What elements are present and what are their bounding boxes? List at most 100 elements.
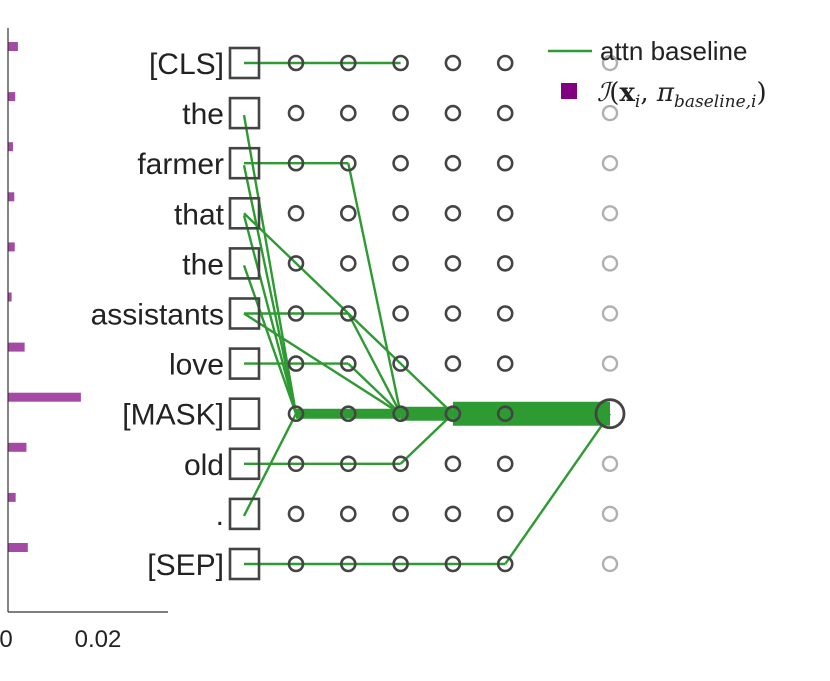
bar-1 — [8, 92, 16, 102]
token-label-4: the — [182, 248, 224, 281]
attn-edge-15 — [242, 265, 298, 415]
node-0-2 — [339, 54, 357, 72]
node-8-4 — [444, 455, 462, 473]
bar-8 — [8, 442, 27, 452]
node-0-3 — [392, 54, 409, 72]
node-5-3 — [392, 305, 409, 322]
node-9-2 — [339, 505, 357, 523]
token-label-7: [MASK] — [122, 399, 224, 432]
node-1-1 — [287, 104, 305, 122]
output-node-9 — [601, 505, 619, 523]
attention-edges — [242, 61, 611, 566]
token-label-5: assistants — [91, 299, 224, 332]
node-9-4 — [444, 505, 462, 523]
attn-edge-13 — [242, 164, 298, 414]
node-1-4 — [444, 104, 462, 122]
token-box-3 — [228, 197, 261, 230]
token-label-6: love — [169, 349, 224, 382]
token-label-2: farmer — [137, 148, 224, 181]
node-6-3 — [392, 355, 409, 372]
node-2-1 — [287, 154, 305, 172]
attn-edge-10 — [399, 412, 454, 465]
node-1-5 — [496, 104, 514, 122]
node-5-2 — [339, 305, 357, 322]
attn-edge-11 — [504, 413, 611, 565]
output-node-5 — [601, 305, 619, 322]
node-8-3 — [392, 455, 409, 473]
node-9-3 — [392, 505, 409, 523]
node-9-1 — [287, 505, 305, 523]
node-0-1 — [287, 54, 305, 72]
token-box-7 — [228, 397, 261, 431]
node-7-4 — [444, 405, 462, 423]
node-10-3 — [392, 555, 409, 573]
node-3-1 — [287, 205, 305, 222]
node-4-1 — [287, 255, 305, 272]
output-node-0 — [601, 54, 619, 72]
node-6-4 — [444, 355, 462, 372]
bar-10 — [8, 543, 28, 552]
node-1-3 — [392, 104, 409, 122]
token-box-5 — [228, 297, 261, 330]
node-10-5 — [496, 555, 514, 573]
node-7-5 — [496, 405, 514, 423]
bar-2 — [8, 142, 13, 152]
node-2-4 — [444, 154, 462, 172]
node-0-4 — [444, 54, 462, 72]
graph-nodes — [228, 46, 626, 581]
token-box-8 — [228, 447, 261, 481]
node-3-4 — [444, 205, 462, 222]
node-7-3 — [392, 405, 409, 423]
node-1-2 — [339, 104, 357, 122]
x-tick-label-0: 0 — [0, 626, 13, 653]
token-labels: [CLS] the farmer that the assistants love [MASK… — [91, 48, 225, 582]
legend-line-label: attn baseline — [600, 36, 747, 66]
token-box-6 — [228, 347, 261, 380]
output-node-8 — [601, 455, 619, 472]
token-label-1: the — [182, 98, 224, 131]
bar-chart-axis: 0 0.02 — [0, 28, 168, 653]
node-10-4 — [444, 555, 462, 573]
token-label-0: [CLS] — [149, 48, 224, 81]
node-6-2 — [339, 355, 357, 372]
node-3-2 — [339, 205, 357, 222]
output-node-7 — [594, 398, 626, 430]
node-9-5 — [496, 505, 514, 523]
node-2-5 — [496, 154, 514, 172]
node-3-3 — [392, 205, 409, 222]
bar-6 — [8, 342, 25, 352]
token-label-9: . — [216, 499, 224, 532]
node-5-5 — [496, 305, 514, 322]
output-node-1 — [601, 104, 619, 122]
node-4-5 — [496, 255, 514, 272]
token-box-10 — [228, 547, 261, 581]
token-box-0 — [228, 46, 261, 80]
node-7-2 — [339, 405, 357, 423]
token-box-4 — [228, 247, 261, 280]
attn-edge-9 — [347, 362, 402, 415]
attn-edge-17 — [243, 312, 402, 415]
node-0-5 — [496, 54, 514, 72]
attn-edge-8 — [347, 312, 402, 415]
token-box-2 — [228, 146, 261, 180]
attn-edge-12 — [242, 114, 298, 414]
bar-chart — [8, 42, 81, 552]
output-node-6 — [601, 355, 619, 372]
node-8-5 — [496, 455, 514, 473]
node-4-4 — [444, 255, 462, 272]
node-2-3 — [392, 154, 409, 172]
token-label-8: old — [184, 449, 224, 482]
node-8-1 — [287, 455, 305, 473]
attn-edge-7 — [347, 162, 402, 414]
x-tick-label-1: 0.02 — [75, 626, 122, 653]
bar-0 — [8, 42, 18, 51]
token-box-9 — [228, 497, 261, 531]
bar-9 — [8, 492, 16, 502]
output-node-3 — [601, 205, 619, 222]
node-6-5 — [496, 355, 514, 372]
token-label-3: that — [174, 198, 225, 231]
node-10-2 — [339, 555, 357, 573]
node-4-2 — [339, 255, 357, 272]
node-5-1 — [287, 305, 305, 322]
